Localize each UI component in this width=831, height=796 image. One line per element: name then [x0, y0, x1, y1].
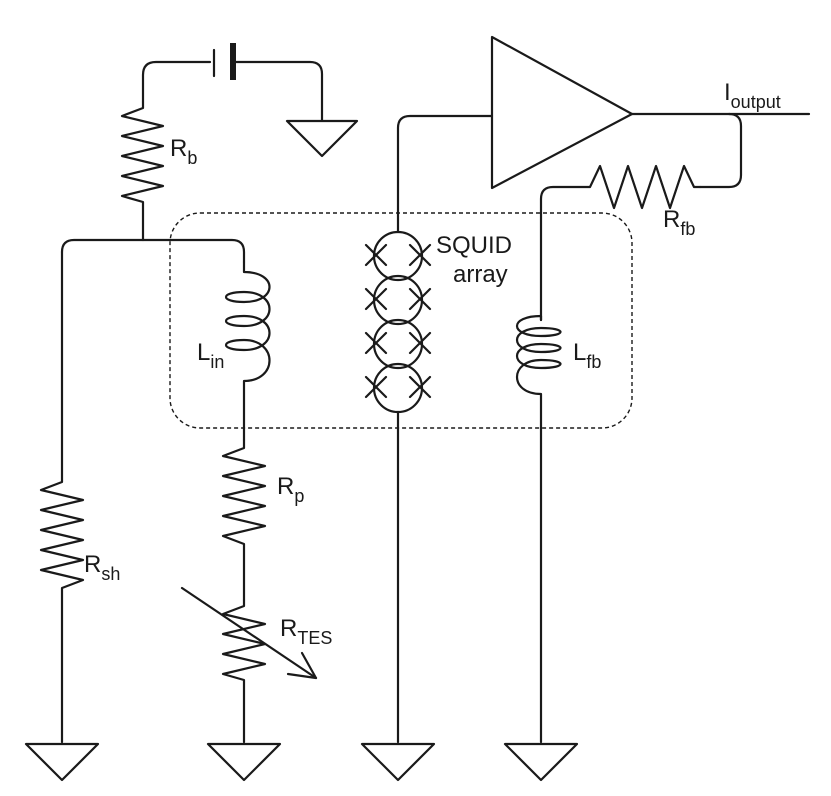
amplifier-symbol: [490, 35, 634, 190]
rtes-resistor: [221, 598, 267, 744]
rtes-label: RTES: [280, 615, 332, 648]
squid-label-line1: SQUID: [436, 232, 512, 259]
rtes-variable-arrow: [180, 586, 318, 680]
squid-label-line2: array: [453, 261, 508, 288]
ground-symbol-squid: [360, 742, 436, 782]
lfb-label: Lfb: [573, 339, 601, 372]
rsh-label: Rsh: [84, 551, 120, 584]
squid-array-enclosure: [169, 212, 633, 429]
rfb-label: Rfb: [663, 206, 695, 239]
ground-symbol-lfb: [503, 742, 579, 782]
top-bus-wire: [60, 238, 246, 264]
bias-battery: [141, 43, 324, 122]
ground-symbol-rtes: [206, 742, 282, 782]
rsh-resistor: [39, 250, 85, 744]
squid-array-symbol: [364, 114, 494, 744]
feedback-wire: [698, 112, 743, 189]
lfb-inductor: [515, 314, 562, 744]
ground-symbol-rsh: [24, 742, 100, 782]
ioutput-label: Ioutput: [724, 79, 781, 112]
lin-label: Lin: [197, 339, 224, 372]
rb-label: Rb: [170, 135, 197, 168]
rfb-resistor: [539, 164, 702, 322]
rp-label: Rp: [277, 473, 304, 506]
battery-ground-symbol: [285, 119, 359, 158]
lin-inductor: [224, 260, 271, 442]
rb-resistor: [120, 100, 165, 242]
rp-resistor: [221, 438, 267, 602]
